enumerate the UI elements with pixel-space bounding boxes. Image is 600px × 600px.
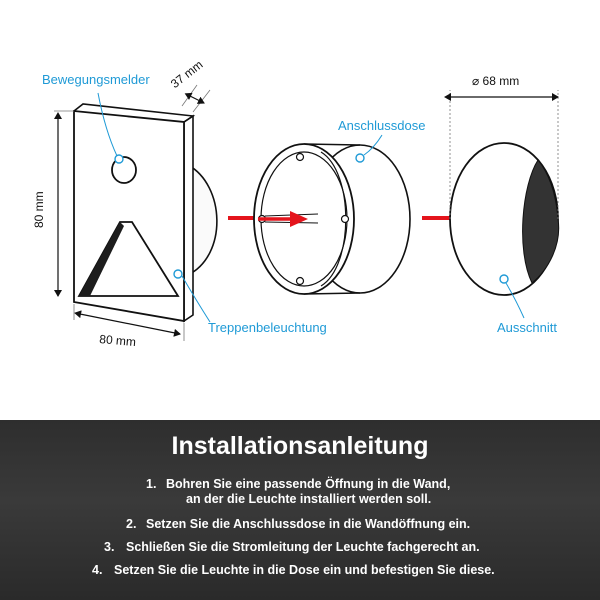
- step-4-number: 4.: [92, 563, 103, 577]
- label-junction-box: Anschlussdose: [338, 118, 426, 133]
- label-cutout: Ausschnitt: [497, 320, 557, 335]
- step-1-line-2: an der die Leuchte installiert werden so…: [186, 492, 432, 506]
- step-2-number: 2.: [126, 517, 137, 531]
- dimension-diameter: ⌀ 68 mm: [472, 74, 520, 88]
- step-4-text: Setzen Sie die Leuchte in die Dose ein u…: [114, 563, 495, 577]
- wall-cutout: [449, 142, 560, 296]
- step-1-line-1: Bohren Sie eine passende Öffnung in die …: [166, 477, 451, 491]
- step-1-number: 1.: [146, 477, 157, 491]
- dimension-height: 80 mm: [32, 191, 46, 228]
- step-3-text: Schließen Sie die Stromleitung der Leuch…: [126, 540, 480, 554]
- diagram-drawing: [54, 84, 560, 341]
- label-motion-sensor: Bewegungsmelder: [42, 72, 150, 87]
- step-3-number: 3.: [104, 540, 115, 554]
- installation-diagram: Bewegungsmelder Anschlussdose Treppenbel…: [32, 57, 560, 350]
- instructions-title: Installationsanleitung: [171, 432, 429, 460]
- stair-light-fixture: [73, 103, 218, 323]
- instructions-panel: Installationsanleitung 1. Bohren Sie ein…: [0, 420, 600, 600]
- step-2-text: Setzen Sie die Anschlussdose in die Wand…: [146, 517, 471, 531]
- label-stair-light: Treppenbeleuchtung: [208, 320, 327, 335]
